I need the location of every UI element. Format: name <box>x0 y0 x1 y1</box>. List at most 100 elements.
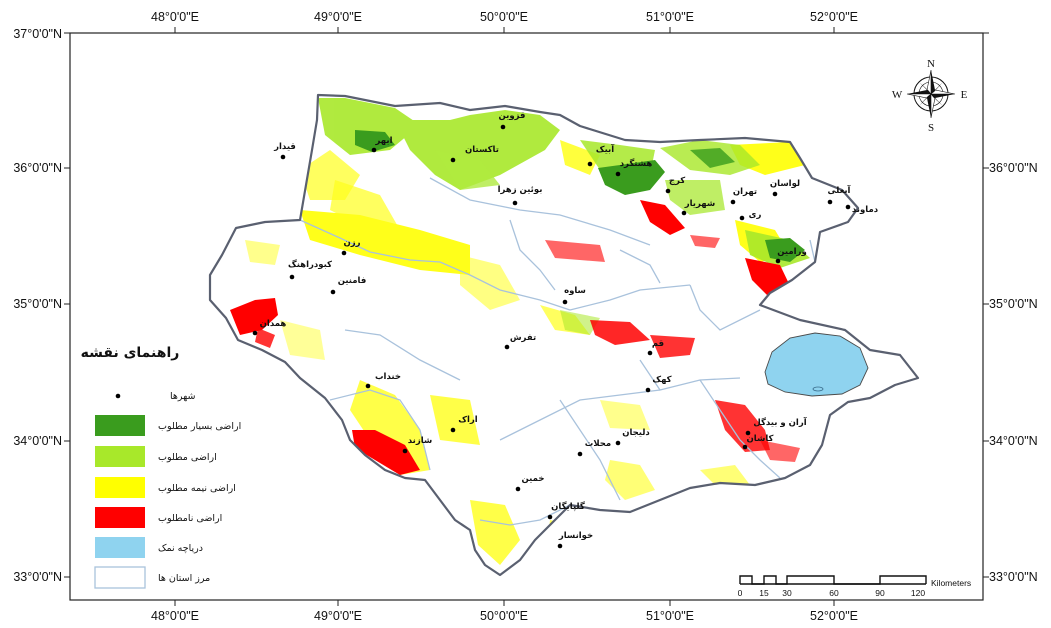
graticule-ticks <box>64 27 989 606</box>
svg-text:آران و بیدگل: آران و بیدگل <box>753 416 807 428</box>
legend-item-cities: شهرها <box>115 391 196 402</box>
lon-label-bottom-50: 50°0'0"E <box>480 609 528 623</box>
city-shahriar[interactable]: شهریار <box>681 199 716 216</box>
svg-text:خوانسار: خوانسار <box>558 531 593 541</box>
city-hamadan[interactable]: همدان <box>252 319 287 336</box>
salt-lake-island <box>812 386 824 392</box>
svg-text:فامنین: فامنین <box>338 276 367 286</box>
lat-label-left-37: 37°0'0"N <box>13 27 62 41</box>
suitability-zones <box>230 98 810 565</box>
legend-item-suitable: اراضی مطلوب <box>95 446 217 467</box>
city-varamin[interactable]: ورامین <box>775 247 807 264</box>
svg-text:اراضی نامطلوب: اراضی نامطلوب <box>158 513 222 524</box>
city-aran-bidgol[interactable]: آران و بیدگل <box>745 416 808 436</box>
svg-text:اراضی بسیار مطلوب: اراضی بسیار مطلوب <box>158 421 241 432</box>
svg-text:ری: ری <box>749 210 762 220</box>
cities: قزوین ابهر قیدار تاکستان آبیک هشتگرد بوئ… <box>252 111 879 549</box>
svg-text:گلپایگان: گلپایگان <box>551 501 585 512</box>
city-lavasan[interactable]: لواسان <box>770 179 800 197</box>
city-abhar[interactable]: ابهر <box>371 136 393 153</box>
city-khondab[interactable]: خنداب <box>365 372 401 389</box>
city-delijan[interactable]: دلیجان <box>615 428 651 446</box>
lat-label-left-35: 35°0'0"N <box>13 297 62 311</box>
svg-text:شهرها: شهرها <box>170 391 196 402</box>
svg-text:همدان: همدان <box>260 319 287 329</box>
city-mahallat[interactable]: محلات <box>577 439 611 457</box>
city-arak[interactable]: اراک <box>450 415 478 433</box>
north-arrow: N S E W <box>892 58 968 134</box>
city-karaj[interactable]: کرج <box>665 176 686 194</box>
svg-text:کهک: کهک <box>652 375 671 385</box>
city-shazand[interactable]: شازند <box>402 436 433 454</box>
unsuitable-zones <box>230 200 800 475</box>
legend-title: راهنمای نقشه <box>81 345 180 361</box>
lon-label-top-49: 49°0'0"E <box>314 10 362 24</box>
svg-text:اراک: اراک <box>458 415 478 425</box>
city-hashtgerd[interactable]: هشتگرد <box>615 158 653 177</box>
legend-item-semi-suitable: اراضی نیمه مطلوب <box>95 477 236 498</box>
svg-text:هشتگرد: هشتگرد <box>620 158 653 169</box>
city-buin-zahra[interactable]: بوئین زهرا <box>498 185 543 206</box>
city-kabudarahang[interactable]: کبودراهنگ <box>288 259 332 280</box>
city-khansar[interactable]: خوانسار <box>557 531 593 549</box>
lon-label-bottom-48: 48°0'0"E <box>151 609 199 623</box>
salt-lake <box>764 332 869 397</box>
svg-text:آبیک: آبیک <box>596 143 615 155</box>
legend-item-province-border: مرز استان ها <box>94 566 210 589</box>
scale-bar: 0 15 30 60 90 120 Kilometers <box>738 575 971 598</box>
city-rey[interactable]: ری <box>739 210 762 221</box>
city-saveh[interactable]: ساوه <box>562 286 586 305</box>
svg-text:بوئین زهرا: بوئین زهرا <box>498 185 543 195</box>
scale-tick-15: 15 <box>759 588 769 598</box>
svg-text:دریاچه نمک: دریاچه نمک <box>158 543 203 554</box>
lon-label-bottom-52: 52°0'0"E <box>810 609 858 623</box>
svg-text:اراضی نیمه مطلوب: اراضی نیمه مطلوب <box>158 483 236 494</box>
lat-label-right-36: 36°0'0"N <box>989 161 1038 175</box>
city-abyek[interactable]: آبیک <box>587 143 616 167</box>
city-abali[interactable]: آبعلی <box>828 184 852 205</box>
lon-label-top-51: 51°0'0"E <box>646 10 694 24</box>
scale-unit: Kilometers <box>931 578 971 588</box>
city-qazvin[interactable]: قزوین <box>499 111 526 130</box>
compass-n: N <box>927 58 935 70</box>
lat-label-left-36: 36°0'0"N <box>13 161 62 175</box>
lat-label-left-33: 33°0'0"N <box>13 570 62 584</box>
svg-text:تهران: تهران <box>733 187 757 197</box>
city-qeydar[interactable]: قیدار <box>273 142 296 160</box>
semi-suitable-zones <box>245 140 805 565</box>
city-qom[interactable]: قم <box>647 339 664 356</box>
svg-text:رزن: رزن <box>343 238 360 248</box>
svg-text:دماوند: دماوند <box>852 205 879 215</box>
city-razan[interactable]: رزن <box>341 238 361 256</box>
lat-label-right-35: 35°0'0"N <box>989 297 1038 311</box>
city-golpayegan[interactable]: گلپایگان <box>547 501 585 520</box>
compass-e: E <box>961 89 968 101</box>
svg-text:تاکستان: تاکستان <box>465 145 499 155</box>
city-kashan[interactable]: کاشان <box>742 434 774 450</box>
svg-text:تفرش: تفرش <box>510 333 536 343</box>
svg-text:قیدار: قیدار <box>273 142 296 152</box>
lon-label-top-48: 48°0'0"E <box>151 10 199 24</box>
svg-text:ساوه: ساوه <box>564 286 586 296</box>
city-tehran[interactable]: تهران <box>730 187 757 205</box>
lon-label-top-50: 50°0'0"E <box>480 10 528 24</box>
compass-w: W <box>892 89 903 101</box>
svg-text:قزوین: قزوین <box>499 111 526 121</box>
svg-text:خنداب: خنداب <box>375 372 401 382</box>
lat-label-left-34: 34°0'0"N <box>13 434 62 448</box>
lat-label-right-33: 33°0'0"N <box>989 570 1038 584</box>
lon-label-top-52: 52°0'0"E <box>810 10 858 24</box>
city-khomein[interactable]: خمین <box>515 474 545 492</box>
svg-text:دلیجان: دلیجان <box>622 428 650 438</box>
city-takestan[interactable]: تاکستان <box>450 145 499 163</box>
city-famenin[interactable]: فامنین <box>330 276 367 295</box>
legend-item-unsuitable: اراضی نامطلوب <box>95 507 222 528</box>
svg-text:آبعلی: آبعلی <box>828 184 852 196</box>
svg-text:ابهر: ابهر <box>374 136 392 146</box>
city-kahak[interactable]: کهک <box>645 375 672 393</box>
region-boundary <box>208 93 920 577</box>
city-tafresh[interactable]: تفرش <box>504 333 536 350</box>
highly-suitable-zones <box>355 130 805 262</box>
city-damavand[interactable]: دماوند <box>845 204 879 215</box>
